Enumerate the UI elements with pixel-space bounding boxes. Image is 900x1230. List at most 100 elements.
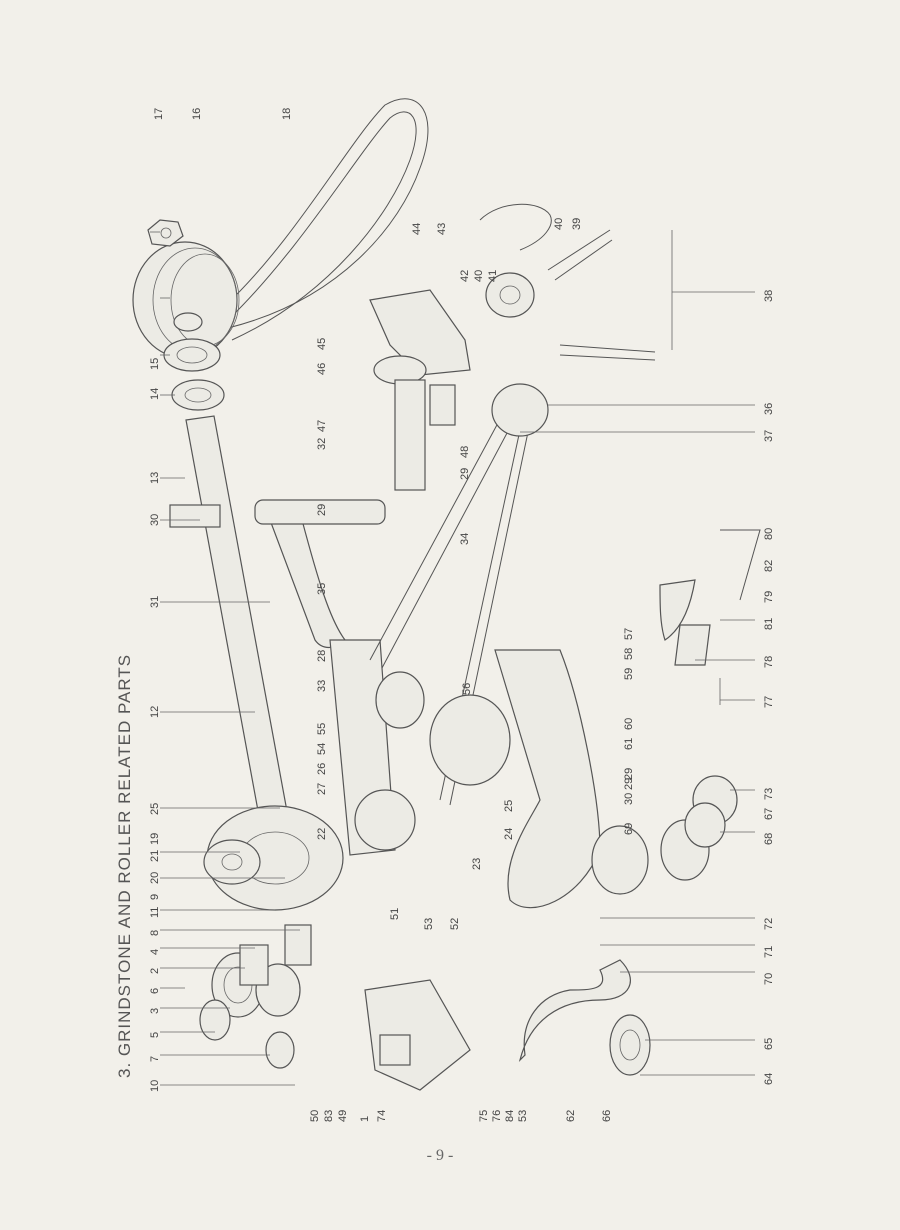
curved-handle [518, 959, 631, 1062]
callout-14: 14 [149, 388, 161, 400]
callout-30: 30 [149, 514, 161, 526]
callout-26: 26 [316, 763, 328, 775]
callout-25: 25 [149, 803, 161, 815]
knob-36 [491, 383, 549, 437]
callout-73: 73 [763, 788, 775, 800]
drive-belt [225, 98, 429, 341]
callout-21: 21 [149, 850, 161, 862]
callout-78: 78 [763, 656, 775, 668]
pulley-nut [147, 219, 184, 247]
callout-22: 22 [316, 828, 328, 840]
roller-wheel [479, 203, 656, 361]
callout-17: 17 [153, 108, 165, 120]
callout-6: 6 [149, 988, 161, 994]
page-number: - 9 - [427, 1147, 454, 1164]
callout-76: 76 [491, 1110, 503, 1122]
callout-75: 75 [478, 1110, 490, 1122]
housing-cylinder [394, 379, 456, 491]
callout-53b: 53 [517, 1110, 529, 1122]
callout-16: 16 [191, 108, 203, 120]
callout-66: 66 [601, 1110, 613, 1122]
callout-29d: 29 [623, 778, 635, 790]
grindstone-pulley [132, 241, 240, 359]
callout-82: 82 [763, 560, 775, 572]
callout-5: 5 [149, 1032, 161, 1038]
callout-67: 67 [763, 808, 775, 820]
callouts-mid: 22 27 26 54 55 33 28 35 29 32 47 46 45 4… [281, 108, 583, 840]
callout-15: 15 [149, 358, 161, 370]
callout-28: 28 [316, 650, 328, 662]
callout-69: 69 [623, 823, 635, 835]
callout-72: 72 [763, 918, 775, 930]
callout-12: 12 [149, 706, 161, 718]
callout-83: 83 [323, 1110, 335, 1122]
callout-42: 42 [459, 270, 471, 282]
callout-55: 55 [316, 723, 328, 735]
adjuster-knob-65 [609, 1014, 651, 1076]
callout-39: 39 [571, 218, 583, 230]
callout-62: 62 [565, 1110, 577, 1122]
leader-lines-bottom [520, 230, 755, 1076]
callout-36: 36 [763, 403, 775, 415]
callout-23: 23 [471, 858, 483, 870]
callout-4: 4 [149, 949, 161, 955]
callout-40a: 40 [473, 270, 485, 282]
callout-51: 51 [389, 908, 401, 920]
callout-64: 64 [763, 1073, 775, 1085]
diagram-title: 3. GRINDSTONE AND ROLLER RELATED PARTS [115, 654, 134, 1078]
callout-60: 60 [623, 718, 635, 730]
callout-8: 8 [149, 930, 161, 936]
callout-24: 24 [503, 828, 515, 840]
callout-57: 57 [623, 628, 635, 640]
bearing-15 [163, 338, 221, 372]
callout-44: 44 [411, 223, 423, 235]
callout-19: 19 [149, 833, 161, 845]
grindstone-wheel [203, 805, 344, 911]
callout-53a: 53 [423, 918, 435, 930]
callout-29b: 29 [459, 468, 471, 480]
callout-74: 74 [376, 1110, 388, 1122]
callout-80: 80 [763, 528, 775, 540]
callout-30b: 30 [623, 793, 635, 805]
callout-34: 34 [459, 533, 471, 545]
callout-52: 52 [449, 918, 461, 930]
callout-58: 58 [623, 648, 635, 660]
callout-11: 11 [149, 907, 161, 918]
callout-81: 81 [763, 618, 775, 630]
callout-65: 65 [763, 1038, 775, 1050]
callout-68: 68 [763, 833, 775, 845]
callouts-lower: 51 53 52 23 24 25 56 59 58 57 61 60 29 3… [389, 628, 635, 930]
callout-49: 49 [337, 1110, 349, 1122]
lever-arm [254, 499, 386, 649]
callout-37: 37 [763, 430, 775, 442]
callout-18: 18 [281, 108, 293, 120]
callout-54: 54 [316, 743, 328, 755]
callout-71: 71 [763, 946, 775, 958]
callout-31: 31 [149, 596, 161, 608]
callout-3: 3 [149, 1008, 161, 1014]
callout-50: 50 [309, 1110, 321, 1122]
callouts-top: 10 7 5 3 6 2 4 8 11 9 20 21 19 25 12 31 … [149, 108, 203, 1092]
callout-32: 32 [316, 438, 328, 450]
callout-10: 10 [149, 1080, 161, 1092]
callout-20: 20 [149, 872, 161, 884]
callout-84: 84 [504, 1110, 516, 1122]
callout-1: 1 [359, 1116, 371, 1122]
callout-41: 41 [487, 270, 499, 282]
roller-shaft [329, 639, 425, 856]
clamp-plate [659, 529, 761, 666]
callout-59: 59 [623, 668, 635, 680]
callout-9: 9 [149, 894, 161, 900]
callout-40b: 40 [553, 218, 565, 230]
callout-48: 48 [459, 446, 471, 458]
housing-block-1 [364, 979, 471, 1091]
callout-43: 43 [436, 223, 448, 235]
callout-29c: 29 [623, 768, 635, 780]
gear-assembly [199, 924, 312, 1069]
callout-35: 35 [316, 583, 328, 595]
bearing-14 [171, 379, 225, 411]
callout-25b: 25 [503, 800, 515, 812]
callout-45: 45 [316, 338, 328, 350]
leader-lines-top [150, 231, 300, 1086]
